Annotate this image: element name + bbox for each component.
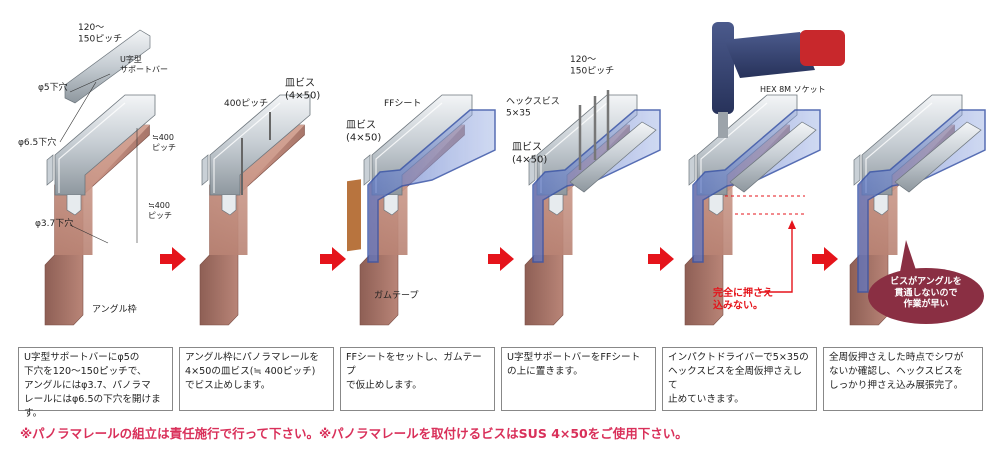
speech-bubble bbox=[868, 268, 984, 324]
arrow-1 bbox=[160, 247, 186, 271]
arrow-4 bbox=[648, 247, 674, 271]
s5-socket-label: HEX 8M ソケット bbox=[760, 85, 826, 94]
hole37-label: φ3.7下穴 bbox=[35, 217, 73, 229]
hole5-label: φ5下穴 bbox=[38, 81, 68, 93]
bubble-text: ビスがアングルを貫通しないので作業が早い bbox=[890, 275, 962, 310]
s4-screw-label: 皿ビス(4×50) bbox=[512, 141, 547, 166]
s3-screw-label: 皿ビス(4×50) bbox=[346, 119, 381, 144]
step-3-illustration: FFシート 皿ビス(4×50) ガムテープ bbox=[346, 94, 496, 326]
caption-step-1: U字型サポートバーにφ5の 下穴を120〜150ピッチで、 アングルにはφ3.7… bbox=[18, 347, 173, 419]
u-pitch-label: 120〜150ピッチ bbox=[78, 23, 122, 44]
hole65-label: φ6.5下穴 bbox=[18, 136, 56, 148]
s4-pitch-label: 120〜150ピッチ bbox=[570, 55, 614, 76]
impact-driver bbox=[712, 22, 845, 138]
caption-step-5: インパクトドライバーで5×35の ヘックスビスを全周仮押さえして 止めていきます… bbox=[662, 347, 817, 411]
footer-note: ※パノラマレールの組立は責任施行で行って下さい。※パノラマレールを取付けるビスは… bbox=[20, 426, 688, 441]
s2-pitch-label: 400ピッチ bbox=[224, 98, 268, 109]
angle-label: アングル枠 bbox=[92, 303, 137, 315]
caption-step-4: U字型サポートバーをFFシート の上に置きます。 bbox=[501, 347, 656, 411]
step-6-illustration: ビスがアングルを貫通しないので作業が早い bbox=[849, 94, 986, 326]
caption-step-6: 全周仮押さえした時点でシワが ないか確認し、ヘックスビスを しっかり押さえ込み展… bbox=[823, 347, 983, 411]
caption-step-3: FFシートをセットし、ガムテープ で仮止めします。 bbox=[340, 347, 495, 411]
u-bar-label: U字型サポートバー bbox=[120, 54, 168, 74]
s3-tape-label: ガムテープ bbox=[374, 290, 418, 301]
s2-screw-label: 皿ビス(4×50) bbox=[285, 77, 320, 102]
caption-step-2: アングル枠にパノラマレールを 4×50の皿ビス(≒ 400ピッチ) でビス止めし… bbox=[179, 347, 334, 411]
arrow-5 bbox=[812, 247, 838, 271]
step-5-illustration: HEX 8M ソケット 完全に押さえ込みない。 bbox=[684, 22, 845, 326]
s5-press-label: 完全に押さえ込みない。 bbox=[713, 286, 773, 312]
s3-ff-label: FFシート bbox=[384, 99, 421, 109]
arrow-3 bbox=[488, 247, 514, 271]
arrow-2 bbox=[320, 247, 346, 271]
step-2-illustration: 皿ビス(4×50) 400ピッチ bbox=[199, 77, 320, 326]
